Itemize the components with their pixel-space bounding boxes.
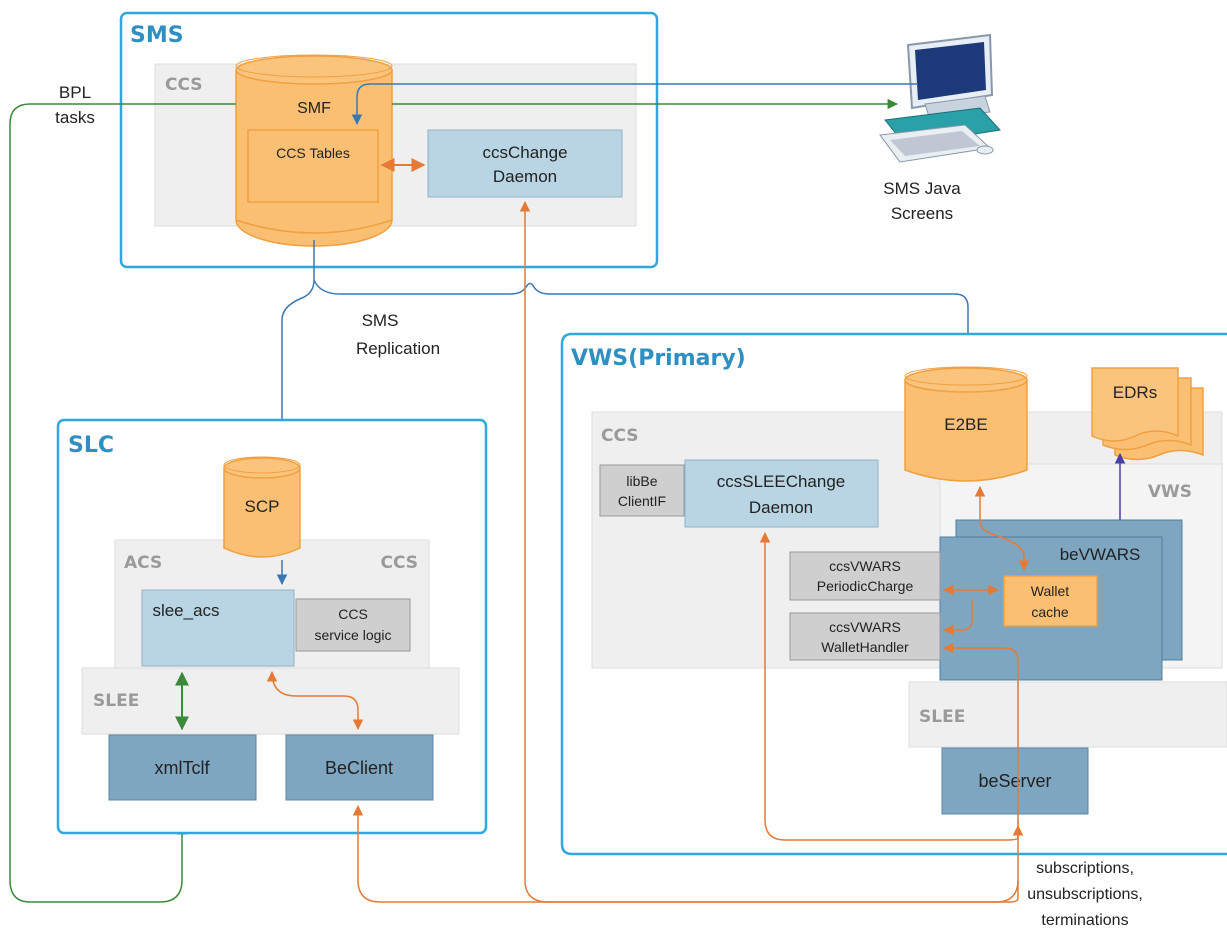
ccs-service-logic-box (295, 598, 411, 652)
vws-vws-label: VWS (1148, 482, 1192, 502)
ccs-tables-label: CCS Tables (276, 145, 350, 161)
wallet-cache-box (1003, 575, 1098, 627)
slc-ccs-label: CCS (380, 553, 418, 573)
e2be-label: E2BE (944, 415, 987, 434)
beserver-label: beServer (978, 771, 1051, 791)
java-to-tables-arrow (351, 83, 918, 126)
periodic-charge-box (789, 551, 941, 601)
ccssleechange-line1: ccsSLEEChange (717, 472, 846, 491)
bevwars-label: beVWARS (1060, 545, 1141, 564)
periodic-line2: PeriodicCharge (817, 578, 914, 594)
edrs-icon: EDRs (1091, 367, 1204, 461)
sms-replication-to-e2be (313, 279, 974, 366)
ccs-service-logic-line1: CCS (338, 606, 368, 622)
subscriptions-to-beclient-arrow (352, 642, 1019, 903)
ccschange-daemon-line2: Daemon (493, 167, 557, 186)
xmltcif-label: xmlTclf (155, 758, 211, 778)
sms-section-title: SMS (130, 23, 184, 48)
edrs-label: EDRs (1113, 383, 1157, 402)
libbe-line1: libBe (626, 473, 657, 489)
libbe-line2: ClientIF (618, 493, 666, 509)
beclient-label: BeClient (325, 758, 393, 778)
wallet-cache-line1: Wallet (1031, 583, 1069, 599)
subs-line3: terminations (1041, 912, 1128, 929)
vws-title-part2: (Primary) (628, 346, 746, 371)
bpl-line1: BPL (59, 83, 91, 102)
subs-line1: subscriptions, (1036, 860, 1134, 877)
ccs-service-logic-line2: service logic (314, 627, 391, 643)
beserver-box (941, 747, 1089, 815)
periodic-line1: ccsVWARS (829, 558, 901, 574)
smf-label: SMF (297, 100, 331, 117)
wallethandler-line1: ccsVWARS (829, 619, 901, 635)
slee-acs-label: slee_acs (152, 601, 219, 620)
scp-label: SCP (245, 497, 280, 516)
vws-ccs-label: CCS (601, 426, 639, 446)
sms-replication-to-scp (276, 240, 315, 456)
computer-icon (879, 33, 1001, 163)
vws-title-part1: VWS (571, 346, 628, 371)
subscriptions-to-ccschange-arrow (519, 200, 1019, 903)
wallethandler-wallet-arrow (942, 600, 973, 636)
replication-line2: Replication (356, 339, 440, 358)
libbe-clientif-box (599, 464, 685, 517)
xmltcif-box (108, 734, 257, 801)
ccssleechange-daemon-box (684, 459, 879, 528)
wallethandler-line2: WalletHandler (821, 639, 909, 655)
sms-java-line2: Screens (891, 204, 953, 223)
slc-acs-label: ACS (124, 553, 162, 573)
slc-section-title: SLC (68, 433, 114, 458)
ccschange-daemon-box (427, 129, 623, 198)
scp-database: SCP (223, 456, 301, 558)
vws-slee-label: SLEE (919, 707, 965, 727)
ccschange-daemon-line1: ccsChange (482, 143, 567, 162)
subs-line2: unsubscriptions, (1027, 886, 1143, 903)
wallet-cache-line2: cache (1031, 604, 1069, 620)
vws-slee-area (908, 681, 1227, 748)
sms-java-line1: SMS Java (883, 179, 961, 198)
replication-line1: SMS (362, 311, 399, 330)
ccs-tables-box (247, 129, 379, 203)
bpl-line2: tasks (55, 108, 95, 127)
e2be-database: E2BE (904, 366, 1028, 482)
e2be-wallet-arrow (974, 485, 1030, 572)
sms-ccs-label: CCS (165, 75, 203, 95)
ccssleechange-line2: Daemon (749, 498, 813, 517)
bpl-tasks-arrow (9, 103, 236, 903)
vws-section-title: VWS(Primary) (571, 346, 746, 371)
slc-slee-label: SLEE (93, 691, 139, 711)
slee-acs-box (141, 589, 295, 667)
